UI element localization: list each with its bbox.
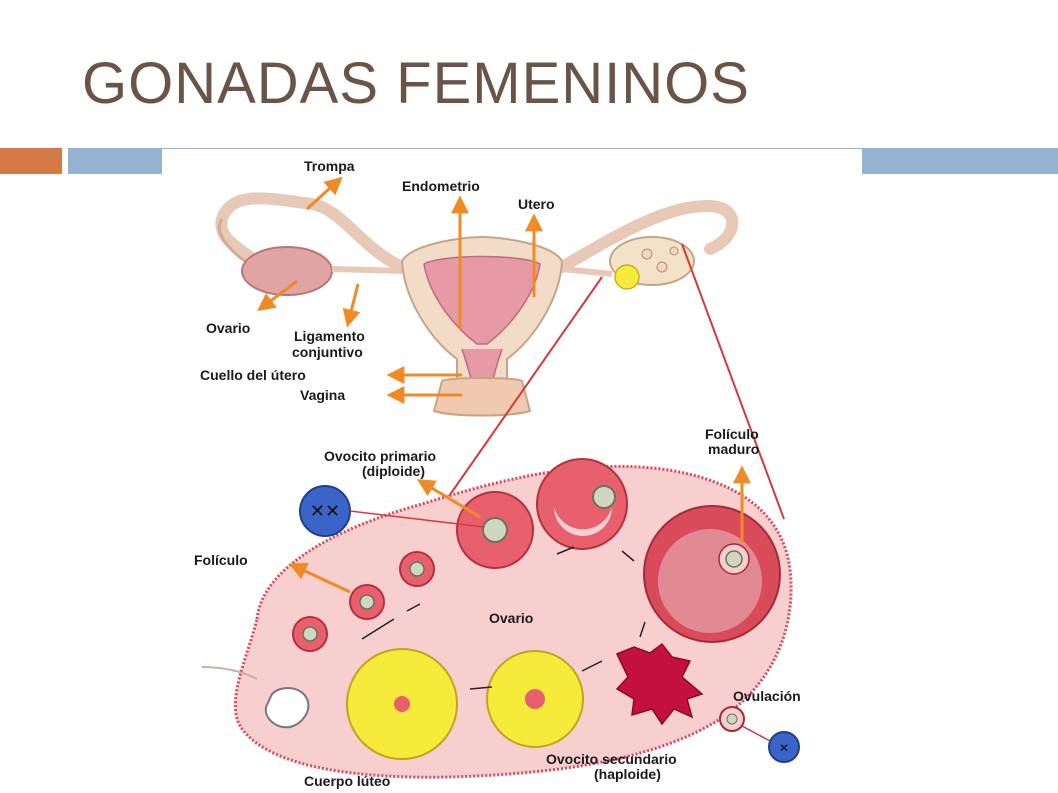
accent-bar-blue-right (862, 148, 1058, 174)
bottom-arrows (288, 465, 751, 594)
ovary-ligament-stub (201, 666, 258, 680)
label-ovocito-secundario-2: (haploide) (594, 766, 661, 782)
label-vagina: Vagina (300, 387, 345, 403)
accent-bar-blue-left (68, 148, 162, 174)
label-endometrio: Endometrio (402, 178, 480, 194)
connector-lines (446, 243, 785, 520)
ovary-cross-section (201, 458, 793, 779)
vagina-shape (432, 377, 532, 417)
primary-oocyte (482, 517, 508, 543)
ovary-dot-3 (669, 246, 679, 256)
arrow-ligamento (342, 283, 361, 328)
ovary-dot-2 (656, 261, 668, 273)
right-tube (556, 200, 739, 273)
cycle-arrow-3 (556, 546, 575, 555)
ruptured-follicle (615, 642, 704, 726)
diagram-labels: Trompa Endometrio Utero Ovario Ligamento… (194, 158, 801, 789)
top-arrows (257, 176, 543, 404)
label-ovocito-secundario-1: Ovocito secundario (546, 751, 677, 767)
right-ligament (561, 266, 613, 277)
header-line (162, 148, 862, 149)
label-trompa: Trompa (304, 158, 355, 174)
mature-follicle-antrum (658, 529, 762, 633)
label-ligamento-1: Ligamento (294, 328, 365, 344)
growing-follicle-cavity (554, 507, 612, 536)
corpus-luteum-center (394, 696, 410, 712)
label-foliculo-maduro-1: Folículo (705, 426, 759, 442)
label-ovocito-primario-2: (diploide) (362, 463, 425, 479)
cycle-arrow-4 (621, 550, 635, 562)
female-reproductive-diagram: ✕✕ ✕ Trompa Endometrio Utero Ovario Liga… (194, 158, 801, 789)
follicle-small-1-oocyte (409, 561, 425, 577)
left-ligament (331, 266, 403, 274)
slide-title: GONADAS FEMENINOS (82, 51, 750, 116)
arrow-ovocito-primario (416, 479, 481, 519)
uterus-illustration (215, 192, 739, 417)
connector-left (446, 276, 603, 500)
right-ovary-follicle (614, 264, 640, 290)
label-ovocito-primario-1: Ovocito primario (324, 448, 436, 464)
haploid-chromosomes-icon (768, 731, 800, 763)
released-oocyte-core (726, 713, 738, 725)
accent-bar-orange (0, 148, 62, 174)
label-cuerpo-luteo: Cuerpo lúteo (304, 773, 390, 789)
label-cuello: Cuello del útero (200, 367, 306, 383)
chromosome-glyph-1: ✕✕ (310, 501, 340, 522)
mature-follicle-oocyte (725, 550, 743, 568)
follicle-small-2-oocyte (359, 594, 375, 610)
arrow-foliculo (288, 562, 351, 594)
label-ovulacion: Ovulación (733, 688, 801, 704)
cycle-arrow-1 (361, 618, 395, 640)
corpus-luteum-developing-center (525, 689, 545, 709)
growing-follicle (536, 458, 628, 550)
connector-right (681, 243, 785, 520)
label-foliculo-maduro-2: maduro (708, 441, 759, 457)
corpus-albicans (264, 687, 310, 729)
left-tube (215, 192, 408, 273)
label-utero: Utero (518, 196, 555, 212)
growing-follicle-oocyte (592, 485, 616, 509)
arrow-trompa (305, 176, 343, 211)
cycle-arrow-2 (406, 603, 421, 612)
label-ovario-center: Ovario (489, 610, 533, 626)
ovary-dot-1 (641, 248, 653, 260)
arrow-ovario (257, 279, 298, 312)
follicle-small-3-oocyte (302, 626, 318, 642)
cycle-arrow-6 (581, 660, 603, 672)
haploid-connector (741, 725, 771, 742)
cycle-arrow-5 (639, 621, 646, 638)
label-ovario-top: Ovario (206, 320, 250, 336)
chromosome-glyph-2: ✕ (779, 741, 789, 755)
cycle-arrows (361, 546, 646, 690)
diploid-connector (349, 510, 485, 528)
cycle-arrow-7 (469, 686, 493, 690)
endometrium-shape (423, 255, 541, 345)
label-ligamento-2: conjuntivo (292, 344, 363, 360)
label-foliculo: Folículo (194, 552, 248, 568)
